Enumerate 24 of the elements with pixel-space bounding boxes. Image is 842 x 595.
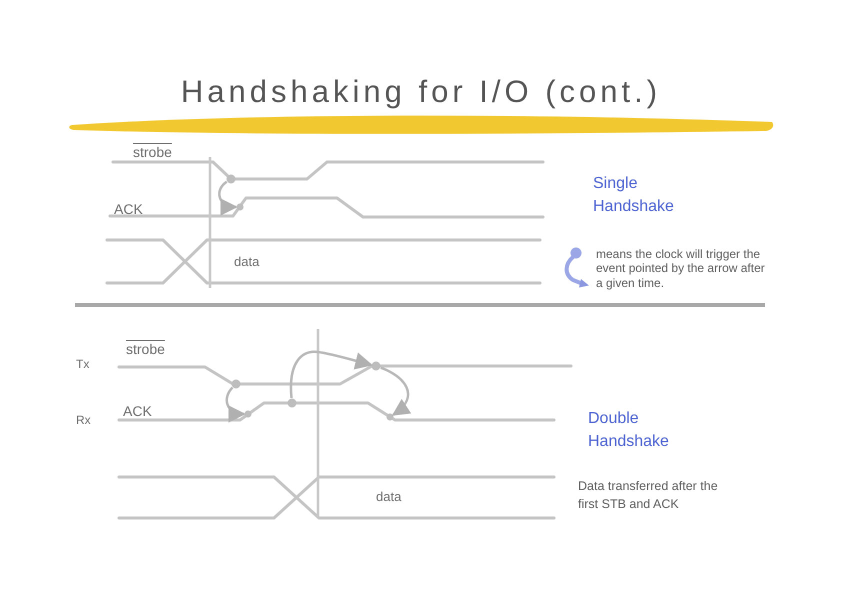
signal-name: ACK	[123, 403, 152, 420]
transition-dot	[236, 204, 244, 210]
causal-arrow	[290, 350, 373, 398]
transition-dot	[232, 380, 240, 388]
causal-arrow	[226, 386, 246, 422]
section-caption: Double Handshake	[588, 409, 670, 452]
bus-label: data	[376, 489, 402, 506]
transition-dot	[244, 410, 252, 418]
transition-dot	[372, 362, 380, 370]
signal-name: strobe	[133, 143, 172, 162]
bus-label: data	[234, 254, 260, 270]
note-text: Data transferred after the first STB and ACK	[578, 478, 719, 512]
line-label: Tx	[76, 357, 90, 372]
transition-dot	[288, 398, 296, 408]
line-label: Rx	[76, 413, 91, 428]
signal-name: strobe	[126, 340, 165, 358]
causal-arrow	[380, 366, 412, 416]
causal-arrow	[218, 180, 238, 214]
transition-dot	[386, 414, 394, 420]
slide-title: Handshaking for I/O (cont.)	[180, 74, 662, 110]
legend-text: means the clock will trigger the event pointed by the arrow after a given time.	[596, 247, 766, 290]
section-caption: Single Handshake	[593, 174, 675, 218]
transition-dot	[226, 174, 236, 184]
signal-name: ACK	[114, 201, 143, 218]
